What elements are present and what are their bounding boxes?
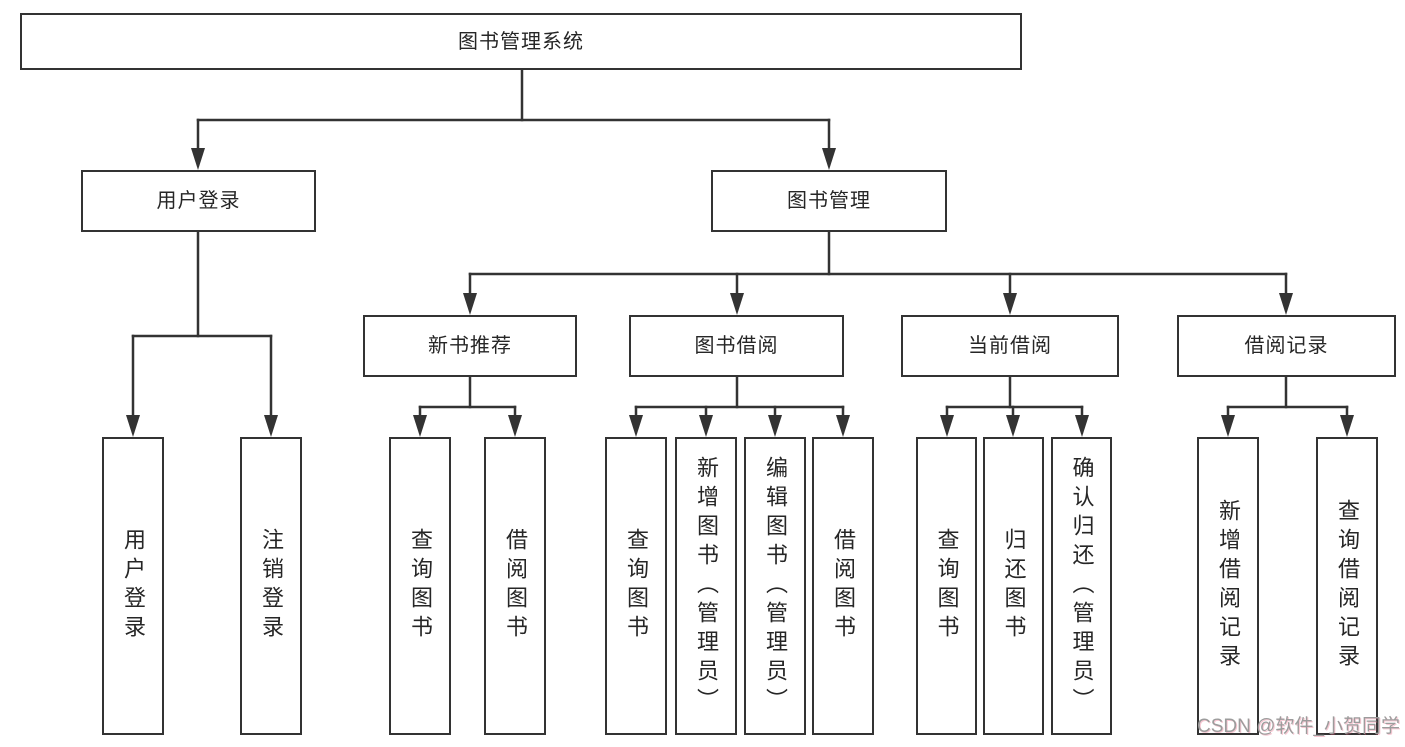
node-current-borrowing-label: 当前借阅 <box>968 335 1052 357</box>
node-root-label: 图书管理系统 <box>458 30 584 53</box>
leaf-edit-book-admin-label: 编辑图书（管理员） <box>763 455 788 717</box>
leaf-add-book-admin-label: 新增图书（管理员） <box>694 455 719 717</box>
leaf-recommend-borrow-books: 借阅图书 <box>484 437 546 735</box>
node-book-borrowing: 图书借阅 <box>629 315 844 377</box>
leaf-confirm-return-admin: 确认归还（管理员） <box>1051 437 1112 735</box>
leaf-borrowing-borrow-books-label: 借阅图书 <box>831 528 856 644</box>
node-book-management-label: 图书管理 <box>787 190 871 212</box>
leaf-current-query-books: 查询图书 <box>916 437 977 735</box>
leaf-add-book-admin: 新增图书（管理员） <box>675 437 737 735</box>
node-current-borrowing: 当前借阅 <box>901 315 1119 377</box>
leaf-logout-label: 注销登录 <box>259 528 284 644</box>
leaf-edit-book-admin: 编辑图书（管理员） <box>744 437 806 735</box>
connector-book-borrowing-to-leaves <box>629 375 850 437</box>
leaf-query-borrow-record: 查询借阅记录 <box>1316 437 1378 735</box>
node-borrowing-records-label: 借阅记录 <box>1244 335 1329 357</box>
leaf-recommend-query-books: 查询图书 <box>389 437 451 735</box>
leaf-return-book-label: 归还图书 <box>1001 528 1027 644</box>
csdn-watermark: CSDN @软件_小贺同学 <box>1197 716 1400 737</box>
leaf-query-borrow-record-label: 查询借阅记录 <box>1335 499 1360 673</box>
leaf-borrowing-query-books-label: 查询图书 <box>624 528 649 644</box>
leaf-recommend-borrow-books-label: 借阅图书 <box>503 528 528 644</box>
node-new-book-recommend: 新书推荐 <box>363 315 577 377</box>
node-user-login-label: 用户登录 <box>156 190 241 212</box>
leaf-add-borrow-record-label: 新增借阅记录 <box>1216 499 1241 673</box>
connector-root-to-level2 <box>191 68 836 170</box>
connector-new-book-recommend-to-leaves <box>413 375 522 437</box>
leaf-borrowing-query-books: 查询图书 <box>605 437 667 735</box>
node-user-login: 用户登录 <box>81 170 316 232</box>
node-borrowing-records: 借阅记录 <box>1177 315 1396 377</box>
connector-user-login-to-leaves <box>126 230 278 437</box>
node-root: 图书管理系统 <box>20 13 1022 70</box>
leaf-return-book: 归还图书 <box>983 437 1044 735</box>
connector-borrowing-records-to-leaves <box>1221 375 1354 437</box>
leaf-add-borrow-record: 新增借阅记录 <box>1197 437 1259 735</box>
connector-book-management-to-sections <box>463 230 1293 315</box>
leaf-borrowing-borrow-books: 借阅图书 <box>812 437 874 735</box>
node-book-management: 图书管理 <box>711 170 947 232</box>
leaf-recommend-query-books-label: 查询图书 <box>408 528 433 644</box>
node-book-borrowing-label: 图书借阅 <box>694 335 779 357</box>
leaf-user-login: 用户登录 <box>102 437 164 735</box>
leaf-confirm-return-admin-label: 确认归还（管理员） <box>1069 455 1095 717</box>
leaf-current-query-books-label: 查询图书 <box>934 528 960 644</box>
connector-current-borrowing-to-leaves <box>940 375 1089 437</box>
leaf-user-login-label: 用户登录 <box>121 528 146 644</box>
leaf-logout: 注销登录 <box>240 437 302 735</box>
node-new-book-recommend-label: 新书推荐 <box>428 335 512 357</box>
